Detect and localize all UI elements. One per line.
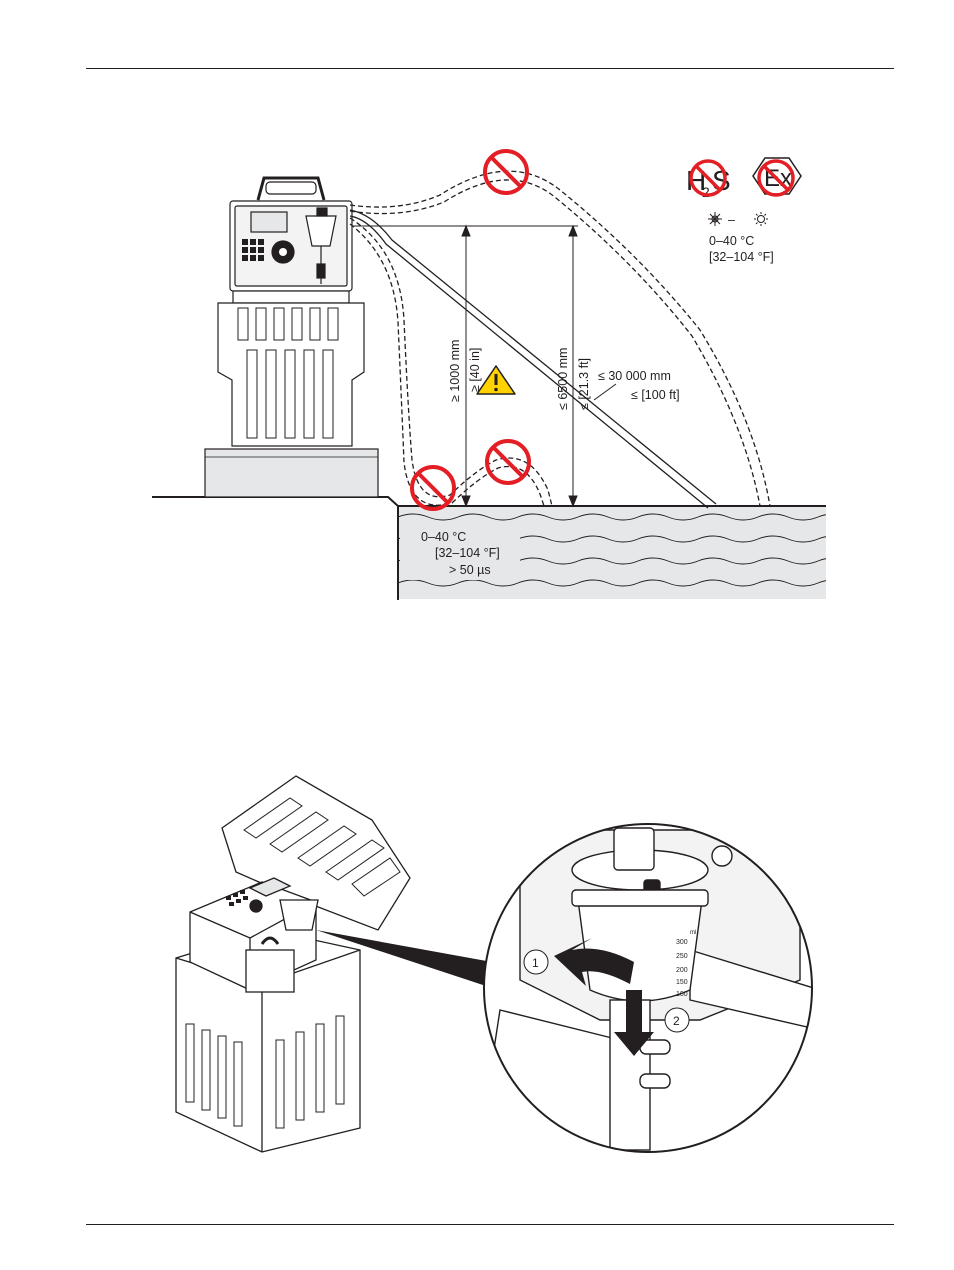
water-temp-c: 0–40 °C <box>421 530 466 544</box>
footer-rule <box>86 1224 894 1225</box>
max-tube-length-ft: ≤ [100 ft] <box>631 388 680 402</box>
warning-icon <box>476 365 516 395</box>
scale-mark: 250 <box>676 953 688 960</box>
header-rule <box>86 68 894 69</box>
cold-icon <box>708 212 722 226</box>
h2s-subscript: 2 <box>702 184 710 200</box>
scale-mark: 300 <box>676 939 688 946</box>
min-height-in: ≥ [40 in] <box>468 348 482 392</box>
no-h2s-icon: H 2 S <box>686 159 731 200</box>
min-height-mm: ≥ 1000 mm <box>448 340 462 402</box>
scale-mark: 150 <box>676 979 688 986</box>
rotate-arrow-icon <box>554 938 634 986</box>
zoom-callout-pointer <box>316 930 492 986</box>
ambient-range-dash: – <box>728 213 735 227</box>
scale-mark: 200 <box>676 967 688 974</box>
prohibited-sign-icon <box>485 439 531 485</box>
installation-diagram: H 2 S Ex – 0–40 °C [32–104 °F] ≥ 1000 mm… <box>152 149 826 600</box>
sampler-open-lid <box>175 775 411 1153</box>
max-height-ft: ≤ [21.3 ft] <box>577 358 591 410</box>
no-ex-icon: Ex <box>752 157 802 197</box>
dimension-lines <box>352 224 617 508</box>
ambient-temp-f: [32–104 °F] <box>709 250 774 264</box>
sampler-unit <box>217 176 365 447</box>
water-conductivity: > 50 µs <box>449 563 491 577</box>
scale-mark: 100 <box>676 991 688 998</box>
sun-icon <box>754 212 768 226</box>
pull-down-arrow-icon <box>614 990 654 1056</box>
water-label-mask <box>400 528 520 580</box>
zoom-detail: 300 250 200 150 100 ml 1 2 <box>483 823 813 1153</box>
water-temp-f: [32–104 °F] <box>435 546 500 560</box>
prohibited-sign-icon <box>410 465 456 511</box>
max-height-mm: ≤ 6500 mm <box>556 348 570 410</box>
max-tube-length-mm: ≤ 30 000 mm <box>598 369 671 383</box>
ambient-temp-c: 0–40 °C <box>709 234 754 248</box>
prohibited-sign-icon <box>483 149 529 195</box>
callout-1: 1 <box>532 956 539 970</box>
scale-unit: ml <box>690 930 696 936</box>
callout-2: 2 <box>673 1014 680 1028</box>
